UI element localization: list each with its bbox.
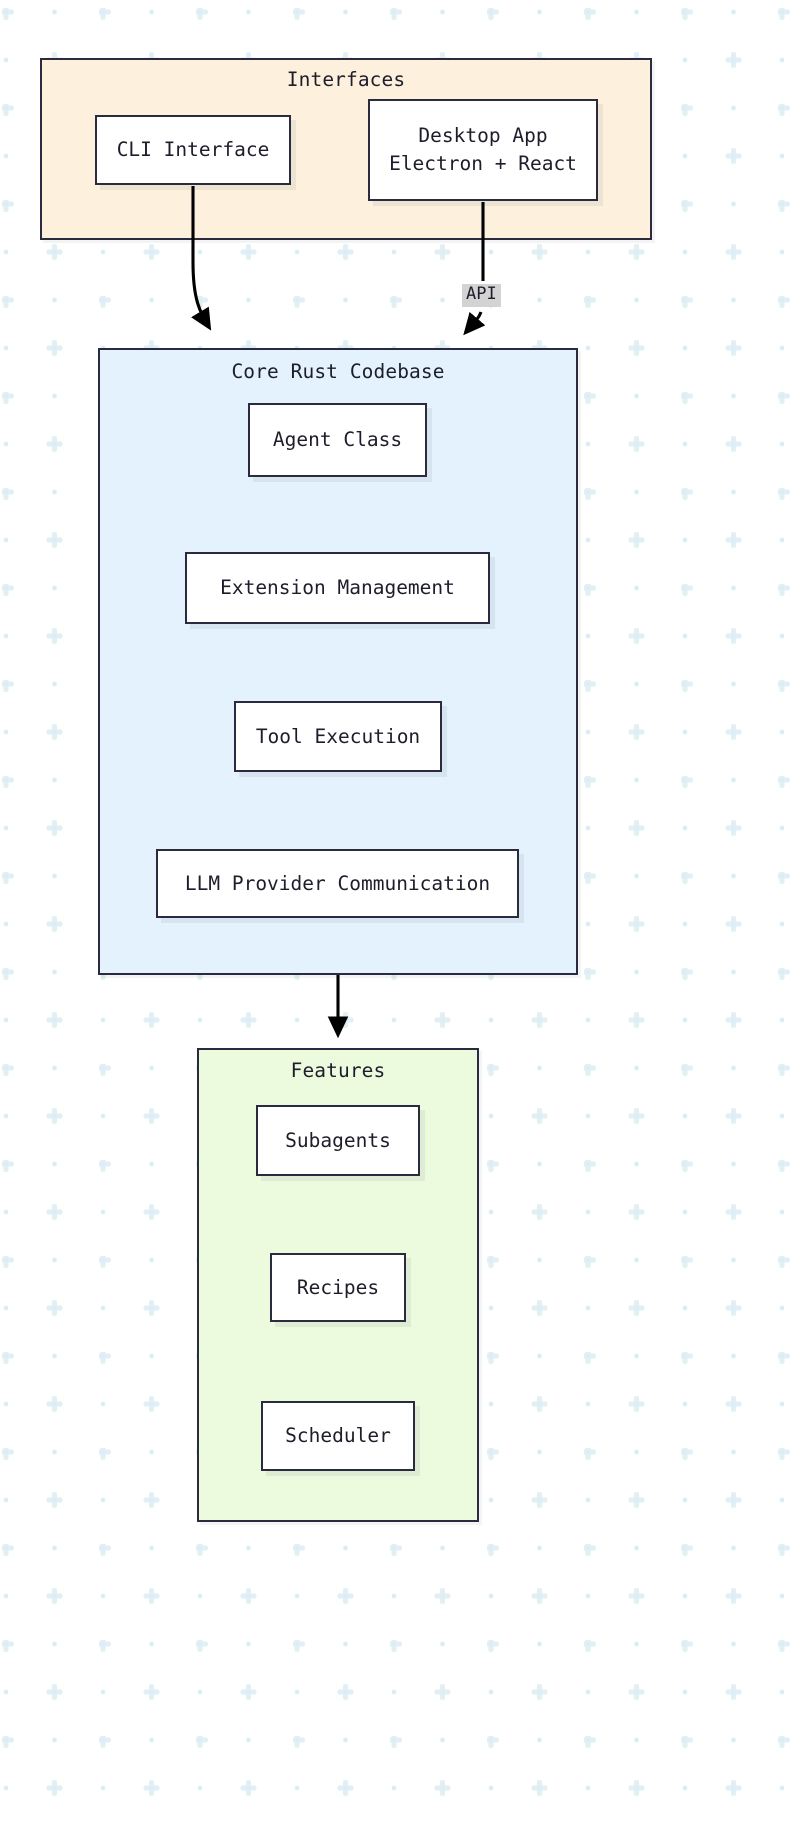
subgraph-features-label: Features: [290, 1059, 386, 1082]
node-cli-interface-label: CLI Interface: [116, 138, 270, 162]
subgraph-interfaces-label: Interfaces: [286, 68, 406, 91]
node-tool-execution-label: Tool Execution: [255, 724, 421, 748]
node-subagents-label: Subagents: [285, 1128, 391, 1152]
node-recipes-label: Recipes: [296, 1275, 380, 1299]
subgraph-core-rust-codebase-label: Core Rust Codebase: [231, 360, 445, 383]
node-desktop-app-label-line2: Electron + React: [389, 152, 577, 175]
node-subagents[interactable]: Subagents: [256, 1105, 420, 1176]
edge-cli-to-core: [191, 186, 212, 331]
node-extension-management-label: Extension Management: [220, 576, 455, 600]
node-cli-interface[interactable]: CLI Interface: [95, 115, 291, 185]
node-agent-class-label: Agent Class: [272, 428, 403, 452]
node-agent-class[interactable]: Agent Class: [248, 403, 427, 477]
node-tool-execution[interactable]: Tool Execution: [234, 701, 442, 772]
node-desktop-app[interactable]: Desktop App Electron + React: [368, 99, 598, 201]
node-desktop-app-label-line1: Desktop App: [418, 124, 548, 148]
node-llm-provider-communication-label: LLM Provider Communication: [184, 871, 491, 895]
node-recipes[interactable]: Recipes: [270, 1253, 406, 1322]
node-extension-management[interactable]: Extension Management: [185, 552, 490, 624]
node-llm-provider-communication[interactable]: LLM Provider Communication: [156, 849, 519, 918]
node-scheduler[interactable]: Scheduler: [261, 1401, 415, 1471]
edge-label-api: API: [462, 284, 501, 307]
node-scheduler-label: Scheduler: [285, 1424, 391, 1448]
edge-desktop-to-core: [466, 202, 483, 332]
